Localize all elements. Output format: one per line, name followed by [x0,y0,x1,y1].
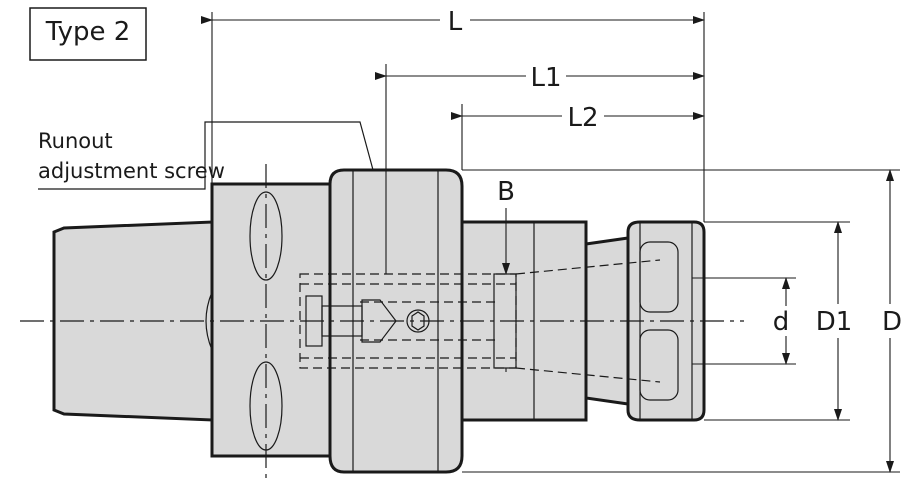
screw-tip [361,299,397,343]
dim-B-label: B [497,177,515,207]
collet-taper-hidden [515,259,661,275]
dim-L1-label: L1 [530,63,561,93]
drive-slot [249,191,283,281]
dim-d-label: d [773,307,790,337]
dim-L1-label-bg [526,62,566,90]
nut-window [639,329,679,401]
shank-end-curve [205,291,213,351]
dim-L-label: L [448,7,463,37]
type-label-text: Type 2 [45,17,131,47]
collet-taper-hidden [515,367,661,383]
dim-L2-label: L2 [567,103,598,133]
nut-window [639,241,679,313]
dim-D1-label: D1 [816,307,853,337]
type-label: Type 2 [29,7,147,61]
dim-L-label-bg [440,6,470,34]
dim-D-label: D [882,307,902,337]
hex-socket-inner [411,311,425,331]
callout-line-2: adjustment screw [38,159,225,183]
dim-L2-label-bg [562,102,604,130]
flange [210,182,332,458]
callout-line-1: Runout [38,129,113,153]
